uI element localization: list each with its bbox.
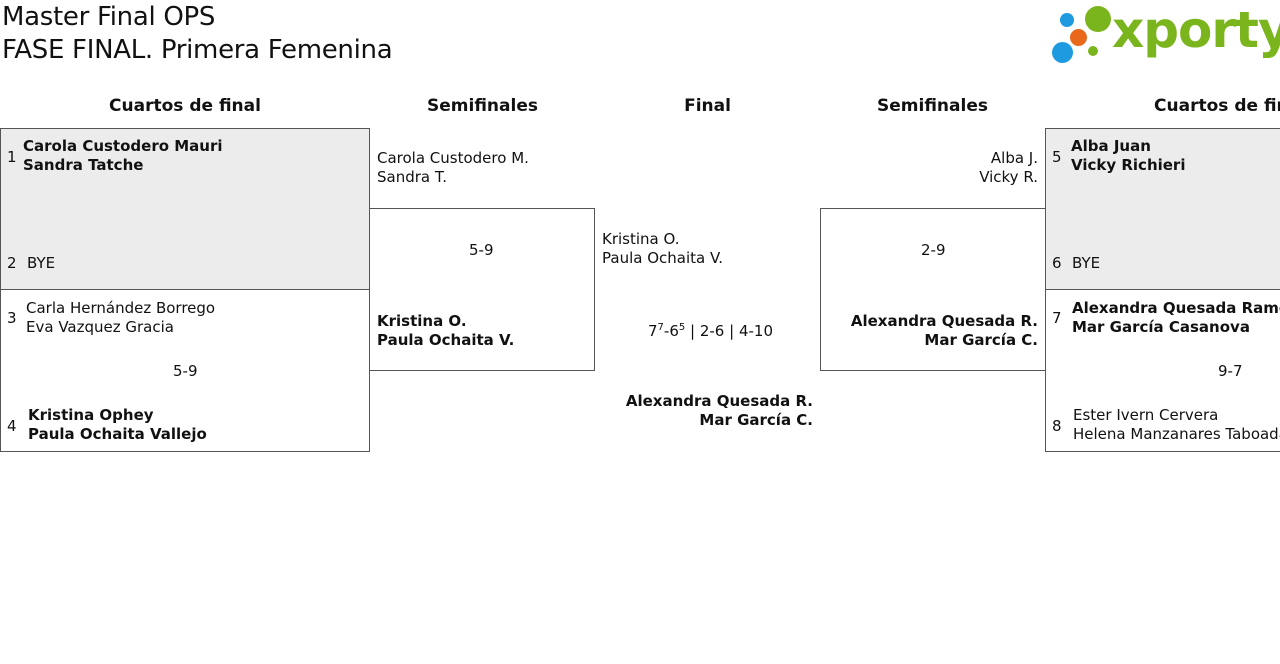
seed-number: 7 <box>1052 309 1062 327</box>
page-subtitle: FASE FINAL. Primera Femenina <box>2 35 393 65</box>
player-name: Kristina O. <box>602 230 680 248</box>
match-box-right-qf-1[interactable]: 5 Alba Juan Vicky Richieri 6 BYE <box>1045 128 1280 290</box>
player-name: Mar García C. <box>699 411 813 429</box>
round-header-left-quarters: Cuartos de final <box>109 96 261 116</box>
logo-dot-green <box>1085 6 1111 32</box>
match-box-left-qf-1[interactable]: 1 Carola Custodero Mauri Sandra Tatche 2… <box>0 128 370 290</box>
logo-dot-orange <box>1070 29 1087 46</box>
player-name: Eva Vazquez Gracia <box>26 318 174 336</box>
player-name: Vicky Richieri <box>1071 156 1186 174</box>
player-name: Kristina O. <box>377 312 467 330</box>
final-set1-tiebreak: 7 <box>657 322 664 333</box>
player-name: Carola Custodero M. <box>377 149 529 167</box>
round-header-final: Final <box>684 96 731 116</box>
seed-number: 8 <box>1052 417 1062 435</box>
player-name: Alexandra Quesada R. <box>625 392 813 410</box>
player-name: Paula Ochaita V. <box>602 249 724 267</box>
player-name: Ester Ivern Cervera <box>1073 406 1219 424</box>
seed-number: 3 <box>7 309 17 327</box>
final-score: 77-65 | 2-6 | 4-10 <box>648 322 773 340</box>
player-name: Vicky R. <box>979 168 1038 186</box>
final-other-sets: | 2-6 | 4-10 <box>685 322 773 340</box>
match-score: 5-9 <box>469 241 494 259</box>
seed-number: 2 <box>7 254 17 272</box>
final-set1-games: 7 <box>648 322 658 340</box>
logo-dot-blue-small <box>1060 13 1074 27</box>
seed-number: 4 <box>7 417 17 435</box>
page-title: Master Final OPS <box>2 2 216 32</box>
player-name: Carola Custodero Mauri <box>23 137 223 155</box>
xporty-logo[interactable]: xporty <box>1050 1 1280 66</box>
logo-text: xporty <box>1112 1 1280 59</box>
match-box-right-sf[interactable]: 2-9 Alexandra Quesada R. Mar García C. <box>820 208 1046 371</box>
player-name: Sandra T. <box>377 168 448 186</box>
seed-number: 1 <box>7 148 17 166</box>
final-set1-opp: 6 <box>669 322 679 340</box>
seed-number: 5 <box>1052 148 1062 166</box>
match-box-right-qf-2[interactable]: 7 Alexandra Quesada Ramos Mar García Cas… <box>1045 289 1280 452</box>
round-header-right-quarters: Cuartos de final <box>1154 96 1280 116</box>
player-name: BYE <box>27 254 56 272</box>
player-name: Carla Hernández Borrego <box>26 299 216 317</box>
match-box-left-qf-2[interactable]: 3 Carla Hernández Borrego Eva Vazquez Gr… <box>0 289 370 452</box>
player-name: Paula Ochaita Vallejo <box>28 425 207 443</box>
player-name: Helena Manzanares Taboada <box>1073 425 1280 443</box>
player-name: Paula Ochaita V. <box>377 331 515 349</box>
logo-dot-green-small <box>1088 46 1098 56</box>
player-name: Alexandra Quesada R. <box>850 312 1038 330</box>
match-box-left-sf[interactable]: 5-9 Kristina O. Paula Ochaita V. <box>369 208 595 371</box>
player-name: Mar García Casanova <box>1072 318 1250 336</box>
match-score: 2-9 <box>921 241 946 259</box>
round-header-right-semis: Semifinales <box>877 96 988 116</box>
seed-number: 6 <box>1052 254 1062 272</box>
player-name: Alba J. <box>990 149 1038 167</box>
player-name: BYE <box>1072 254 1101 272</box>
final-set1-opp-tiebreak: 5 <box>678 322 686 333</box>
player-name: Kristina Ophey <box>28 406 154 424</box>
player-name: Alba Juan <box>1071 137 1151 155</box>
player-name: Mar García C. <box>924 331 1038 349</box>
match-score: 9-7 <box>1218 362 1243 380</box>
match-score: 5-9 <box>173 362 198 380</box>
logo-dot-blue-large <box>1052 42 1073 63</box>
round-header-left-semis: Semifinales <box>427 96 538 116</box>
player-name: Sandra Tatche <box>23 156 144 174</box>
player-name: Alexandra Quesada Ramos <box>1072 299 1280 317</box>
